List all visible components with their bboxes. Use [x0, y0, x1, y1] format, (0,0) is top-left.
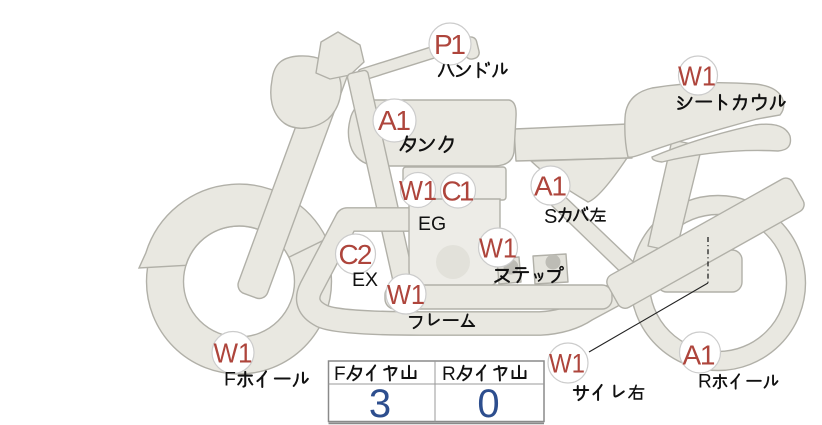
svg-text:A1: A1	[378, 105, 411, 136]
svg-text:R: R	[698, 372, 712, 393]
svg-text:W1: W1	[678, 61, 716, 92]
svg-text:A1: A1	[683, 340, 716, 371]
svg-text:W1: W1	[387, 279, 425, 310]
svg-text:W1: W1	[549, 349, 585, 379]
svg-text:F: F	[224, 369, 236, 391]
svg-text:W1: W1	[399, 175, 437, 206]
svg-text:W1: W1	[214, 338, 253, 369]
svg-text:A1: A1	[534, 171, 567, 202]
svg-text:C2: C2	[339, 239, 373, 270]
svg-text:3: 3	[369, 382, 391, 425]
svg-text:EX: EX	[352, 269, 378, 291]
svg-text:EG: EG	[418, 213, 446, 235]
svg-text:S: S	[544, 206, 557, 228]
svg-text:R: R	[442, 364, 456, 385]
svg-text:0: 0	[477, 382, 499, 425]
svg-text:F: F	[334, 364, 346, 385]
svg-text:P1: P1	[434, 29, 466, 60]
svg-text:C1: C1	[442, 176, 475, 207]
svg-text:W1: W1	[479, 233, 517, 264]
